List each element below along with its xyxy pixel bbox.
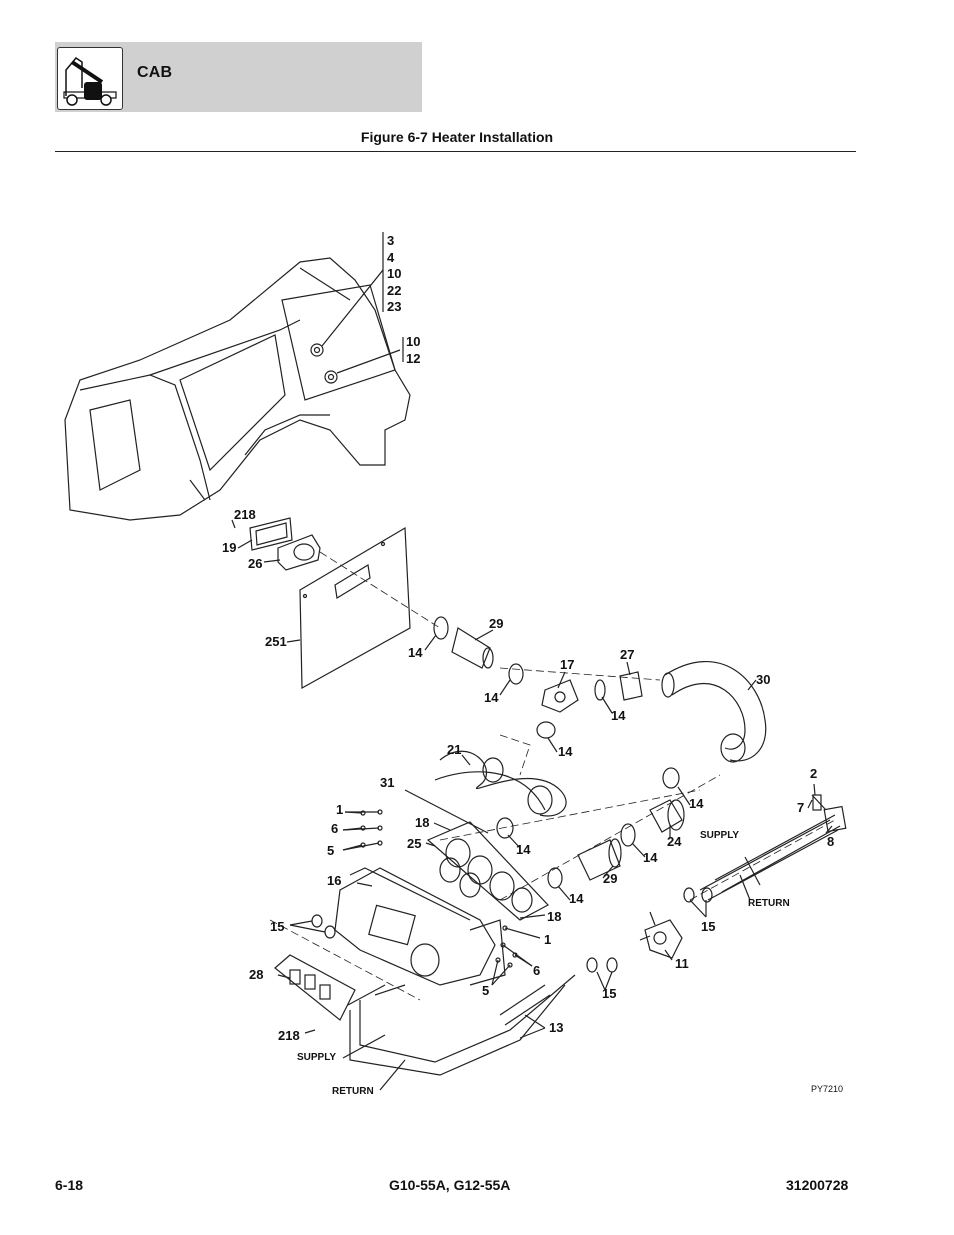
callout-14: 14 [611, 708, 626, 723]
water-valve [639, 911, 683, 959]
callout-13: 13 [549, 1020, 563, 1035]
coolant-lines [699, 794, 847, 901]
callout-25: 25 [407, 836, 421, 851]
duct-hose [577, 838, 622, 881]
callout-17: 17 [560, 657, 574, 672]
figure-title-text: Figure 6-7 Heater Installation [360, 129, 554, 145]
section-title: CAB [137, 64, 173, 81]
callout-14: 14 [569, 891, 584, 906]
gasket [426, 821, 549, 921]
callout-15: 15 [602, 986, 616, 1001]
svg-text:10: 10 [406, 334, 420, 349]
mounting-plate [299, 526, 411, 690]
callout-stack-dash: 3 4 10 22 23 [387, 233, 401, 314]
duct-clamp [496, 817, 514, 839]
vent-bezel [274, 954, 356, 1021]
heater-outlets [439, 857, 481, 898]
header-rule [55, 151, 856, 152]
label-supply: SUPPLY [297, 1052, 336, 1063]
callout-29: 29 [489, 616, 503, 631]
callout-1: 1 [336, 802, 343, 817]
callout-31: 31 [380, 775, 394, 790]
figure-title: Figure 6-7 Heater Installation [0, 129, 954, 145]
callout-28: 28 [249, 967, 263, 982]
document-number: 31200728 [786, 1177, 849, 1193]
duct-clamp [433, 616, 449, 640]
callout-15: 15 [701, 919, 715, 934]
callout-18: 18 [547, 909, 561, 924]
callout-218: 218 [278, 1028, 300, 1043]
label-supply: SUPPLY [700, 830, 739, 841]
callout-6: 6 [533, 963, 540, 978]
callout-2: 2 [810, 766, 817, 781]
svg-text:4: 4 [387, 250, 395, 265]
callout-14: 14 [643, 850, 658, 865]
callout-6: 6 [331, 821, 338, 836]
model-list: G10-55A, G12-55A [389, 1177, 511, 1193]
callout-1: 1 [544, 932, 551, 947]
callout-14: 14 [516, 842, 531, 857]
duct-clamp [547, 867, 563, 889]
page-number: 6-18 [55, 1177, 84, 1193]
switch-plate [249, 517, 293, 551]
duct-clamp [536, 721, 556, 739]
callout-5: 5 [482, 983, 489, 998]
fastener-set [342, 809, 383, 851]
heater-control-knobs [310, 269, 401, 384]
flex-hose [434, 750, 567, 817]
hose-clamp [289, 914, 336, 939]
callout-26: 26 [248, 556, 262, 571]
callout-stack-knob: 10 12 [406, 334, 420, 366]
callout-5: 5 [327, 843, 334, 858]
svg-text:10: 10 [387, 266, 401, 281]
callout-21: 21 [447, 742, 461, 757]
callout-29: 29 [603, 871, 617, 886]
callout-251: 251 [265, 634, 287, 649]
callout-14: 14 [689, 796, 704, 811]
duct-clamp [662, 767, 680, 789]
fastener-set [491, 925, 541, 986]
callout-16: 16 [327, 873, 341, 888]
svg-text:3: 3 [387, 233, 394, 248]
callout-7: 7 [797, 800, 804, 815]
tee-fitting [541, 679, 579, 713]
callout-11: 11 [675, 956, 689, 971]
duct-adapter [619, 671, 643, 701]
callout-218: 218 [234, 507, 256, 522]
svg-text:23: 23 [387, 299, 401, 314]
label-return: RETURN [748, 898, 790, 909]
vent-adapter [277, 534, 321, 571]
duct-hose [451, 627, 494, 669]
callout-8: 8 [827, 834, 834, 849]
duct-clamp [508, 663, 524, 685]
svg-text:12: 12 [406, 351, 420, 366]
hose-clamp [586, 957, 618, 973]
callout-15: 15 [270, 919, 284, 934]
callout-14: 14 [558, 744, 573, 759]
flex-hose [661, 661, 767, 763]
callout-24: 24 [667, 834, 682, 849]
callout-19: 19 [222, 540, 236, 555]
callout-leaders [231, 519, 833, 1091]
telehandler-icon [57, 47, 123, 110]
callout-30: 30 [756, 672, 770, 687]
svg-text:22: 22 [387, 283, 401, 298]
duct-clamp [594, 679, 606, 701]
callout-18: 18 [415, 815, 429, 830]
label-return: RETURN [332, 1086, 374, 1097]
callout-14: 14 [484, 690, 499, 705]
duct-clamp [620, 823, 636, 847]
callout-27: 27 [620, 647, 634, 662]
figure-reference-code: PY7210 [811, 1084, 843, 1094]
filter-cartridge [649, 799, 685, 833]
hose-clamp [683, 887, 713, 918]
dashboard-panel [64, 257, 411, 521]
callout-14: 14 [408, 645, 423, 660]
assembly-centerlines [269, 551, 836, 1001]
